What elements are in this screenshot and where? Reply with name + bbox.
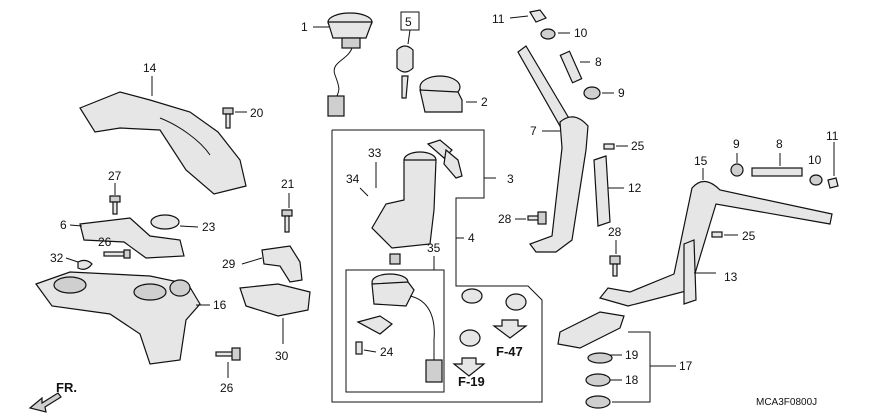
- callout-25a: 25: [631, 139, 645, 153]
- callout-21: 21: [281, 177, 295, 191]
- callout-17: 17: [679, 359, 693, 373]
- part-top-cover: [79, 91, 247, 195]
- part-weight-8a: [559, 50, 583, 84]
- part-bracket-6: [79, 217, 185, 259]
- part-screw-11b: [827, 177, 839, 189]
- callout-15: 15: [694, 154, 708, 168]
- part-top-bridge: [35, 271, 201, 365]
- part-ignition-cylinder: [327, 12, 373, 117]
- callout-20: 20: [250, 106, 264, 120]
- part-key: [396, 45, 414, 99]
- arrow-down-icon-f19: [452, 357, 486, 377]
- part-bolt-26b: [215, 347, 241, 361]
- callout-5: 5: [405, 15, 412, 29]
- part-nut-9b: [730, 163, 744, 177]
- part-guard-12: [593, 155, 611, 227]
- diagram-code: MCA3F0800J: [756, 397, 817, 408]
- callout-9b: 9: [733, 137, 740, 151]
- callout-1: 1: [301, 20, 308, 34]
- front-label: FR.: [56, 380, 77, 395]
- part-spring: [389, 253, 401, 265]
- callout-34: 34: [346, 172, 360, 186]
- part-screw-11a: [529, 9, 547, 23]
- part-bracket-29: [261, 245, 303, 283]
- callout-8a: 8: [595, 55, 602, 69]
- part-key-fob: [557, 311, 625, 409]
- part-bolt-20: [222, 107, 234, 129]
- part-handlebar-left: [517, 45, 589, 253]
- arrow-down-icon-f47: [492, 319, 528, 339]
- part-lock-set: [459, 288, 527, 347]
- part-bracket-30: [239, 283, 311, 317]
- callout-2: 2: [481, 95, 488, 109]
- part-bolt-27: [109, 195, 121, 215]
- callout-16: 16: [213, 298, 227, 312]
- part-collar-10a: [540, 28, 556, 40]
- callout-13: 13: [724, 270, 738, 284]
- callout-10a: 10: [574, 26, 588, 40]
- part-bolt-28a: [527, 211, 547, 225]
- part-screw-25a: [603, 143, 615, 150]
- part-bolt-26a: [103, 249, 131, 259]
- callout-10b: 10: [808, 153, 822, 167]
- front-arrow-icon: [28, 392, 62, 413]
- callout-7: 7: [530, 124, 537, 138]
- callout-12: 12: [628, 181, 642, 195]
- callout-35: 35: [427, 241, 441, 255]
- part-switch-35: [355, 273, 443, 383]
- part-guard-13: [683, 239, 697, 305]
- part-screw-25b: [711, 231, 723, 238]
- callout-9a: 9: [618, 86, 625, 100]
- callout-26a: 26: [98, 235, 112, 249]
- part-clip-32: [77, 259, 93, 270]
- ref-f19: F-19: [458, 374, 485, 389]
- callout-11b: 11: [826, 129, 839, 143]
- part-nut-9a: [583, 86, 601, 100]
- callout-8b: 8: [776, 137, 783, 151]
- part-handlebar-right: [598, 180, 833, 307]
- callout-29: 29: [222, 257, 236, 271]
- callout-33: 33: [368, 146, 382, 160]
- callout-27: 27: [108, 169, 122, 183]
- part-bolt-28b: [609, 255, 621, 277]
- assembly-35-outline: [345, 269, 445, 393]
- callout-4: 4: [468, 231, 475, 245]
- part-ignition-body: [371, 139, 463, 249]
- callout-28a: 28: [498, 212, 512, 226]
- callout-26b: 26: [220, 381, 234, 395]
- callout-24: 24: [380, 345, 394, 359]
- callout-30: 30: [275, 349, 289, 363]
- part-cap: [419, 75, 463, 113]
- callout-11a: 11: [492, 12, 505, 26]
- callout-6: 6: [60, 218, 67, 232]
- part-weight-8b: [751, 167, 803, 177]
- part-bolt-21: [281, 209, 293, 233]
- callout-32: 32: [50, 251, 64, 265]
- callout-25b: 25: [742, 229, 756, 243]
- callout-18: 18: [625, 373, 639, 387]
- ref-f47: F-47: [496, 344, 523, 359]
- part-grommet-23: [150, 214, 180, 230]
- assembly-outline: [331, 130, 543, 403]
- part-collar-10b: [809, 174, 823, 186]
- callout-3: 3: [507, 172, 514, 186]
- callout-28b: 28: [608, 225, 622, 239]
- callout-23: 23: [202, 220, 216, 234]
- assembly-3-outline: [332, 129, 496, 179]
- callout-14: 14: [143, 61, 157, 75]
- callout-19: 19: [625, 348, 639, 362]
